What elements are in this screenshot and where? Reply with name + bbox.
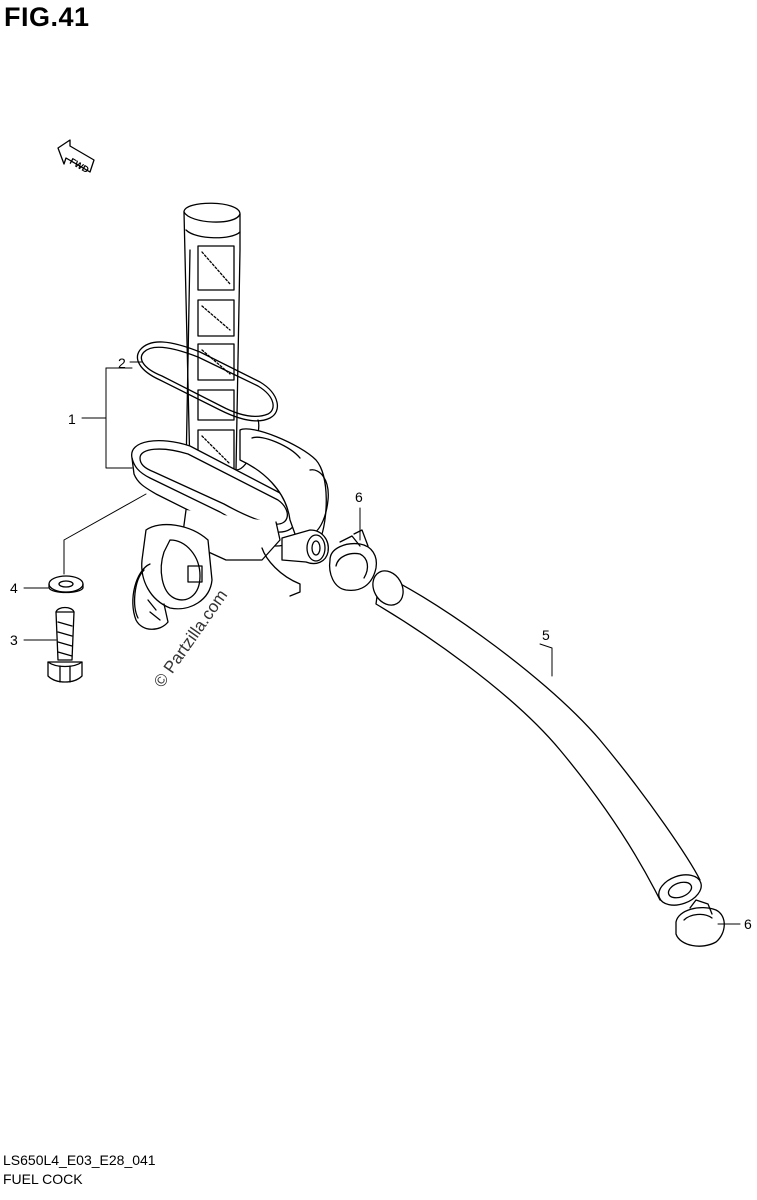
section-name: FUEL COCK: [3, 1171, 83, 1187]
fuel-hose: [372, 570, 702, 906]
callout-6-upper: 6: [355, 489, 363, 505]
o-ring: [136, 341, 279, 422]
hose-clamp-upper: [328, 529, 378, 592]
model-code: LS650L4_E03_E28_041: [3, 1152, 156, 1168]
fuel-strainer: [183, 202, 260, 471]
screw: [47, 606, 83, 683]
callout-4: 4: [10, 580, 18, 596]
figure-title: FIG.41: [4, 2, 90, 32]
callout-3: 3: [10, 632, 18, 648]
fuel-valve-body: [132, 428, 329, 630]
callout-2: 2: [118, 355, 126, 371]
leader-lines: [23, 361, 741, 925]
fwd-arrow-icon: FWD: [57, 139, 95, 175]
callout-5: 5: [542, 627, 550, 643]
hose-clamp-lower: [675, 899, 725, 947]
washer: [48, 575, 84, 594]
callout-6-lower: 6: [744, 916, 752, 932]
callout-1: 1: [68, 411, 76, 427]
